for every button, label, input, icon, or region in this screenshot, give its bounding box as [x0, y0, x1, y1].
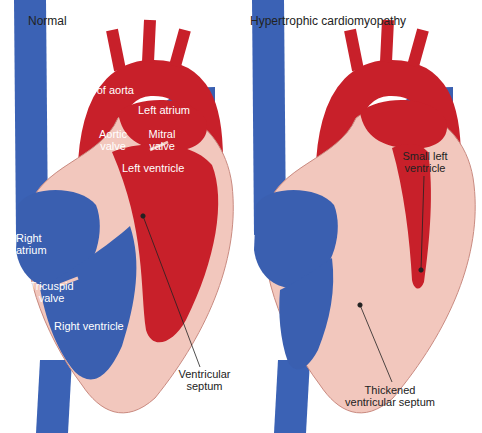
leader-line: [143, 216, 200, 367]
part-label: Mitral valve: [142, 128, 182, 152]
vena-cava-lower: [36, 360, 72, 433]
leader-dot: [419, 268, 423, 272]
leader-lines: [141, 176, 424, 382]
leader-dot: [141, 214, 145, 218]
callout-label: Thickened ventricular septum: [340, 384, 440, 408]
leader-dot: [358, 303, 362, 307]
part-label: Left atrium: [138, 104, 208, 116]
part-label: Tricuspid valve: [24, 280, 79, 304]
part-label: Aortic valve: [93, 128, 133, 152]
leader-line: [360, 305, 392, 382]
part-label: Right atrium: [16, 232, 56, 256]
vena-cava-lower: [274, 360, 310, 433]
part-label: Arch of aorta: [60, 84, 145, 96]
left-atrium: [360, 100, 447, 149]
panel-heading: Hypertrophic cardiomyopathy: [250, 14, 470, 28]
callout-label: Ventricular septum: [172, 368, 237, 392]
panel-heading: Normal: [28, 14, 148, 28]
part-label: Left ventricle: [122, 162, 202, 174]
callout-label: Small left ventricle: [396, 150, 454, 174]
valve-lines: [60, 138, 168, 285]
right-ventricle: [279, 258, 333, 369]
aorta-branch: [112, 20, 185, 70]
part-label: Right ventricle: [54, 320, 144, 332]
leader-line: [421, 176, 424, 270]
hypertrophic-heart: [252, 0, 475, 433]
